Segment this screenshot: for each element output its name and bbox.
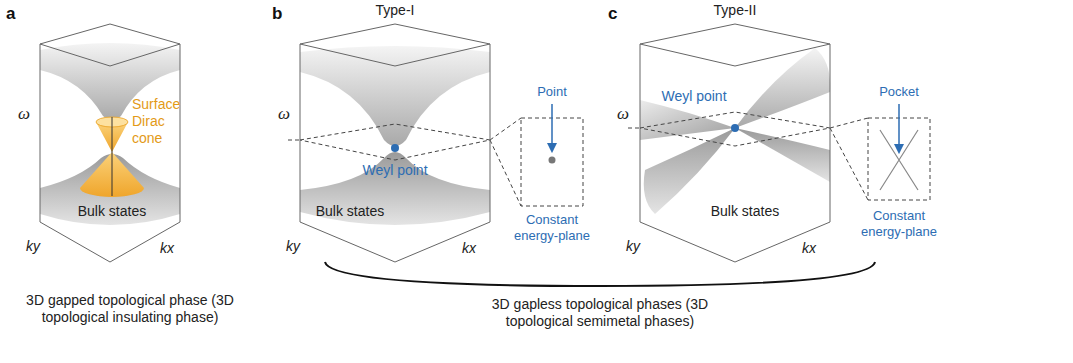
panel-title: Type-II bbox=[697, 2, 773, 19]
box-outline bbox=[640, 24, 830, 262]
region-label: Bulk states bbox=[700, 203, 790, 220]
axis-label: ω bbox=[278, 104, 298, 124]
phase-caption: 3D gapless topological phases (3D topolo… bbox=[470, 296, 730, 330]
projection-lines bbox=[288, 118, 521, 206]
axis-label: kx bbox=[802, 240, 826, 257]
point-dot bbox=[549, 157, 556, 164]
phase-caption: 3D gapped topological phase (3D topologi… bbox=[14, 292, 246, 326]
inset-label: Pocket bbox=[867, 84, 931, 100]
box-outline bbox=[300, 24, 490, 262]
panel-letter: c bbox=[608, 4, 628, 24]
panel-letter: b bbox=[272, 4, 292, 24]
energy-axis-line bbox=[112, 117, 113, 196]
right-sheet bbox=[735, 128, 830, 182]
inset-caption: Constant energy-plane bbox=[506, 212, 598, 243]
inset-caption: Constant energy-plane bbox=[853, 208, 945, 239]
axis-label: ky bbox=[626, 238, 650, 255]
lower-cone bbox=[300, 152, 490, 225]
axis-label: kx bbox=[160, 240, 184, 257]
region-label: Bulk states bbox=[67, 203, 157, 220]
upper-cone bbox=[300, 46, 490, 146]
group-bracket bbox=[325, 262, 875, 286]
weyl-point-dot bbox=[391, 144, 399, 152]
axis-label: ω bbox=[18, 104, 38, 124]
panel-letter: a bbox=[6, 4, 26, 24]
feature-label: Weyl point bbox=[355, 162, 435, 179]
region-label: Bulk states bbox=[305, 203, 395, 220]
inset-label: Point bbox=[522, 84, 582, 100]
feature-label: Surface Dirac cone bbox=[132, 96, 190, 146]
leader-arrow bbox=[898, 104, 900, 152]
projection-lines bbox=[628, 118, 868, 200]
left-sheet bbox=[640, 100, 735, 140]
leader-arrow bbox=[551, 104, 553, 151]
energy-plane bbox=[300, 124, 490, 160]
feature-label: Weyl point bbox=[654, 88, 734, 105]
energy-plane bbox=[640, 112, 830, 146]
axis-label: ky bbox=[26, 238, 50, 255]
lower-tilted-cone bbox=[644, 128, 735, 214]
axis-label: ky bbox=[286, 238, 310, 255]
axis-label: ω bbox=[617, 104, 637, 124]
weyl-point-dot bbox=[731, 124, 739, 132]
axis-label: kx bbox=[462, 240, 486, 257]
panel-title: Type-I bbox=[360, 2, 430, 19]
upper-tilted-cone bbox=[735, 48, 830, 128]
